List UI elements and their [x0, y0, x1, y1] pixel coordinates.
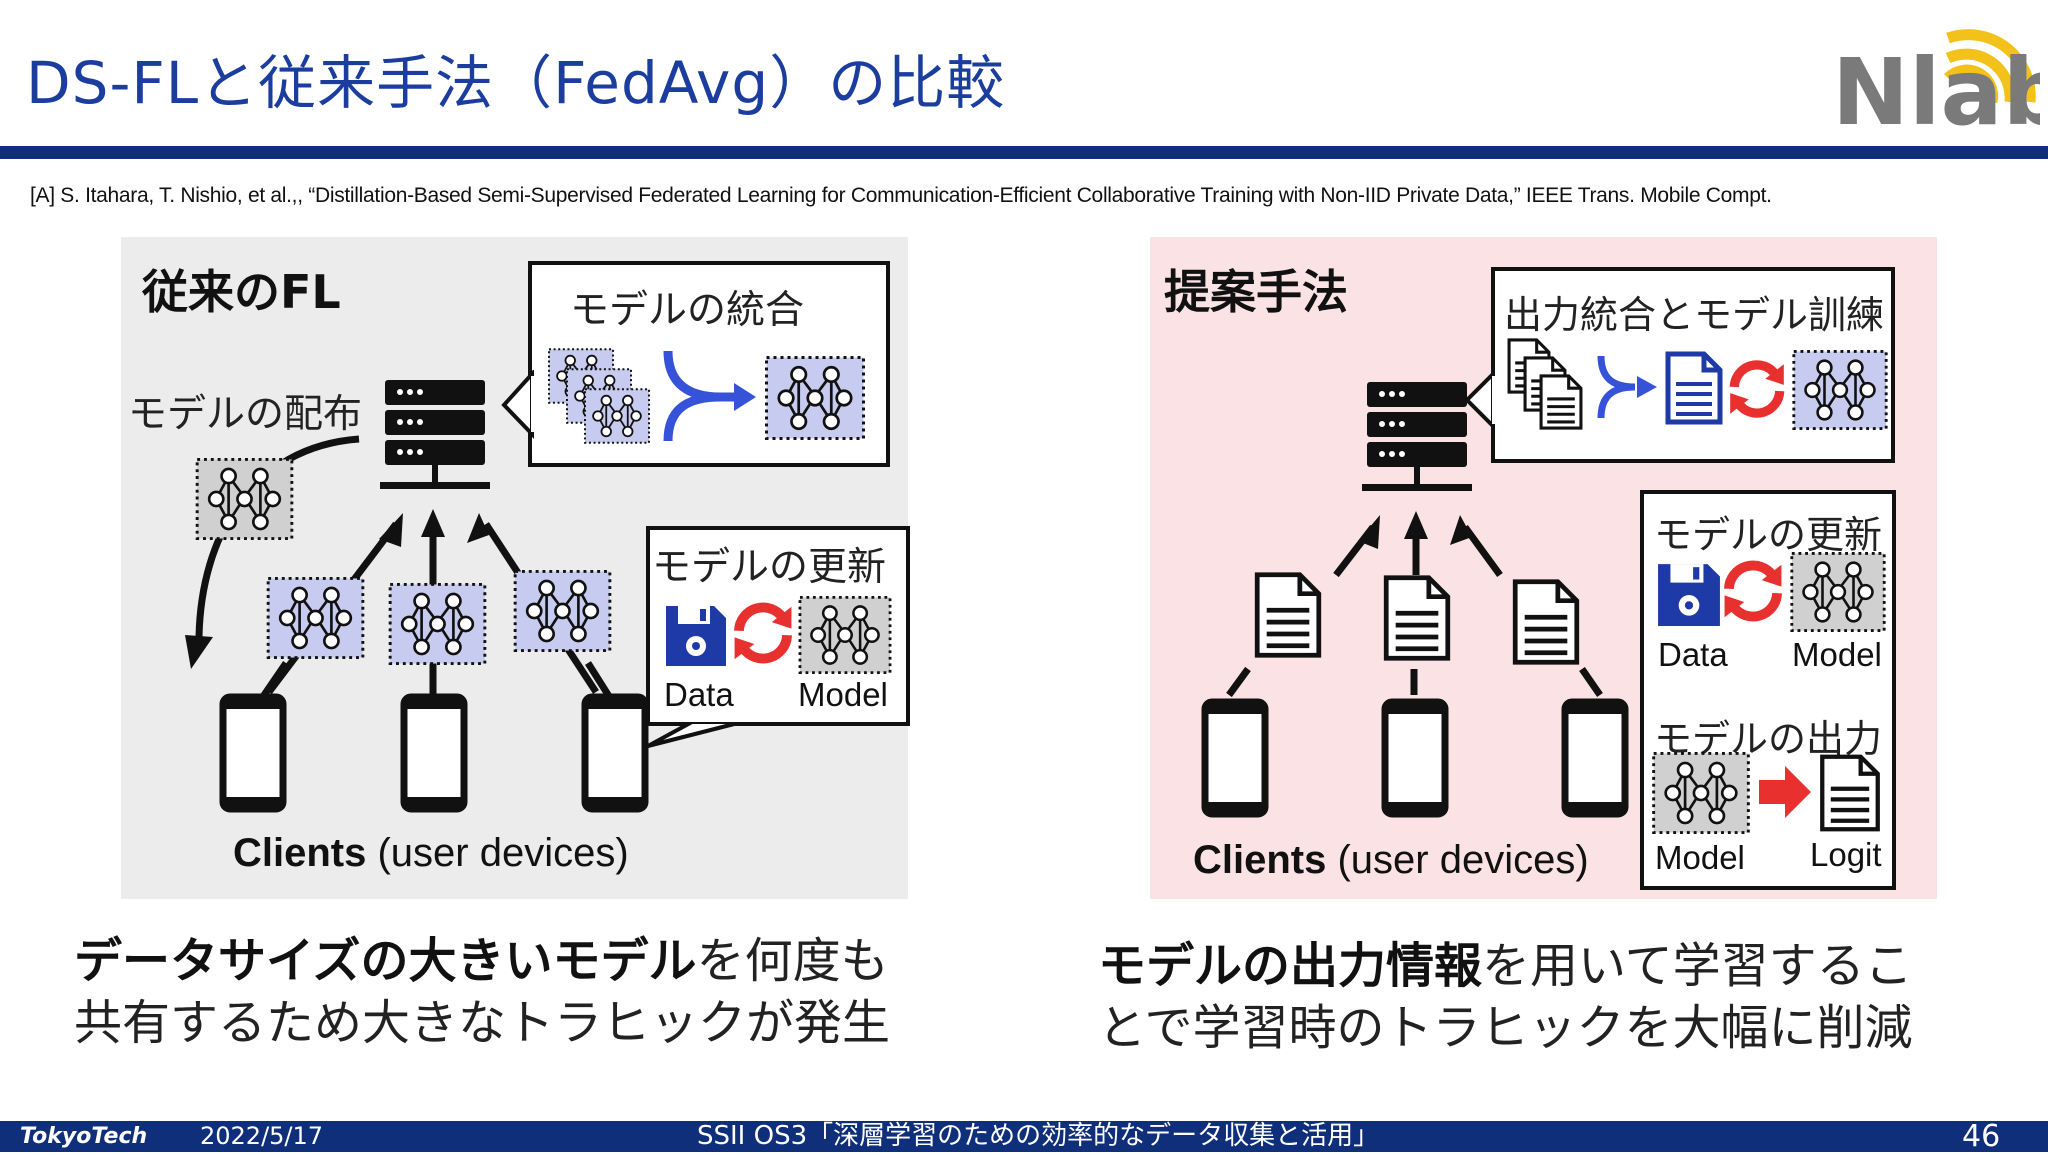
- server-icon: [380, 378, 490, 498]
- update-callout-tail: [647, 714, 752, 748]
- update-label: モデルの更新: [1654, 513, 1883, 557]
- right-clients-label: Clients (user devices): [1193, 838, 1589, 882]
- output-model-label: Model: [1655, 839, 1745, 876]
- merge-arrow-icon: [1597, 355, 1657, 419]
- phone-icon: [580, 693, 650, 813]
- data-label: Data: [1658, 636, 1728, 673]
- stacked-logit-icon: [1538, 372, 1584, 432]
- right-connections: [1226, 511, 1603, 698]
- phone-icon: [1380, 698, 1450, 818]
- model-label: Model: [1792, 636, 1882, 673]
- distribution-label: モデルの配布: [128, 392, 363, 437]
- right-heading: 提案手法: [1164, 265, 1348, 319]
- slide-title: DS-FLと従来手法（FedAvg）の比較: [26, 49, 1006, 117]
- output-aggregation-label: 出力統合とモデル訓練: [1504, 293, 1885, 337]
- local-model-icon: [798, 596, 892, 674]
- output-model-icon: [1652, 752, 1750, 834]
- phone-icon: [399, 693, 469, 813]
- nlab-logo: Nlab: [1830, 12, 2048, 146]
- merge-arrow-icon: [663, 350, 756, 442]
- server-icon: [1362, 380, 1472, 500]
- logit-document-icon: [1818, 752, 1882, 834]
- stacked-model-icon: [584, 388, 650, 444]
- client-model-icon: [264, 577, 367, 659]
- footer-bar: TokyoTech 2022/5/17 SSII OS3「深層学習のための効率的…: [0, 1121, 2048, 1152]
- left-clients-label: Clients (user devices): [233, 831, 629, 875]
- floppy-disk-icon: [1656, 562, 1722, 628]
- merged-model-icon: [765, 356, 865, 440]
- update-label: モデルの更新: [652, 545, 887, 590]
- phone-icon: [218, 693, 288, 813]
- refresh-cycle-icon: [728, 598, 798, 668]
- server-model-icon: [1792, 350, 1888, 430]
- left-summary: データサイズの大きいモデルを何度も 共有するため大きなトラヒックが発生: [74, 933, 891, 1051]
- local-model-icon: [1790, 552, 1886, 632]
- distributed-model-icon: [193, 458, 296, 540]
- refresh-cycle-icon: [1724, 356, 1790, 422]
- logit-document-icon: [1252, 570, 1324, 660]
- institution-logo: TokyoTech: [20, 1124, 148, 1149]
- callout-tail: [1464, 370, 1499, 430]
- left-heading: 従来のFL: [142, 265, 341, 319]
- callout-tail: [501, 370, 539, 439]
- refresh-cycle-icon: [1718, 556, 1788, 626]
- right-summary: モデルの出力情報を用いて学習するこ とで学習時のトラヒックを大幅に削減: [1098, 938, 1913, 1056]
- footer-date: 2022/5/17: [200, 1122, 324, 1150]
- logit-document-icon: [1510, 577, 1582, 667]
- logit-document-icon: [1381, 573, 1453, 663]
- client-model-icon: [511, 570, 614, 652]
- page-number: 46: [1962, 1119, 2001, 1154]
- model-label: Model: [798, 676, 888, 713]
- client-model-icon: [386, 583, 489, 665]
- logit-label: Logit: [1810, 836, 1882, 873]
- citation: [A] S. Itahara, T. Nishio, et al.,, “Dis…: [30, 184, 1772, 207]
- phone-icon: [1560, 698, 1630, 818]
- footer-event: SSII OS3「深層学習のための効率的なデータ収集と活用」: [697, 1121, 1380, 1151]
- aggregated-logit-icon: [1665, 351, 1723, 425]
- aggregation-label: モデルの統合: [570, 288, 805, 333]
- logo-text: Nlab: [1832, 39, 2040, 132]
- right-arrow-icon: [1759, 766, 1811, 818]
- header-bar: [0, 146, 2048, 159]
- floppy-disk-icon: [664, 604, 728, 668]
- data-label: Data: [664, 676, 734, 713]
- phone-icon: [1200, 698, 1270, 818]
